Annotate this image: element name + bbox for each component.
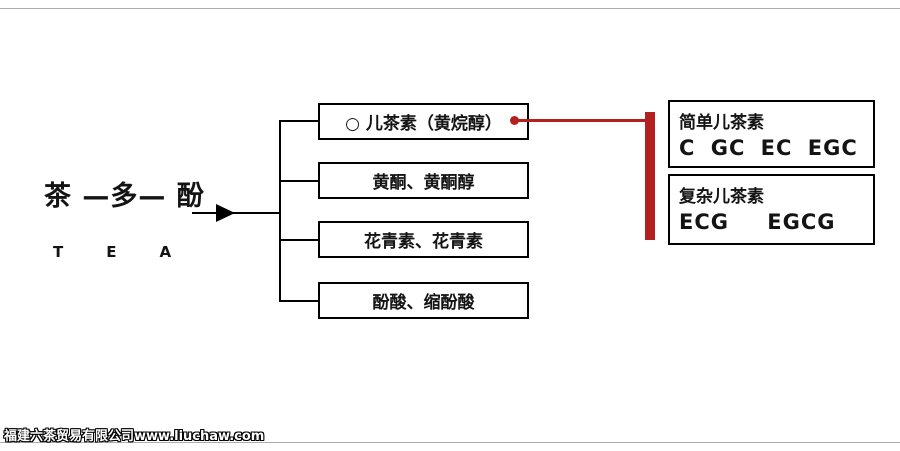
branch-box-flavones: 黄酮、黄酮醇 bbox=[318, 162, 529, 199]
detail-box-items: C GC EC EGC bbox=[679, 136, 858, 160]
watermark-text: 福建六茶贸易有限公司www.liuchaw.com bbox=[4, 429, 265, 444]
detail-box-complex-catechins: 复杂儿茶素 ECG EGCG bbox=[668, 174, 875, 245]
detail-box-simple-catechins: 简单儿茶素 C GC EC EGC bbox=[668, 100, 875, 168]
branch-box-anthocyanins: 花青素、花青素 bbox=[318, 221, 529, 258]
top-border-line bbox=[0, 8, 900, 9]
red-link-dot bbox=[510, 116, 519, 125]
branch-box-phenolic-acids: 酚酸、缩酚酸 bbox=[318, 282, 529, 319]
bottom-border-line bbox=[0, 442, 900, 443]
detail-box-title: 复杂儿茶素 bbox=[679, 187, 764, 207]
detail-box-items: ECG EGCG bbox=[679, 210, 836, 234]
arrow-right-icon bbox=[216, 204, 235, 222]
branch-connector-line bbox=[281, 120, 319, 122]
branch-connector-line bbox=[281, 300, 319, 302]
root-sublabel-tea: TEA bbox=[53, 243, 215, 261]
red-connector-line bbox=[517, 119, 653, 122]
branch-connector-line bbox=[281, 239, 319, 241]
red-connector-bar bbox=[645, 112, 655, 240]
entry-connector-line bbox=[192, 212, 280, 214]
branch-box-catechins: ○ 儿茶素（黄烷醇） bbox=[318, 103, 529, 140]
root-label-tea-polyphenol: 茶 —多— 酚 bbox=[44, 181, 205, 212]
branch-connector-line bbox=[281, 180, 319, 182]
detail-box-title: 简单儿茶素 bbox=[679, 113, 764, 133]
trunk-line bbox=[279, 120, 281, 302]
